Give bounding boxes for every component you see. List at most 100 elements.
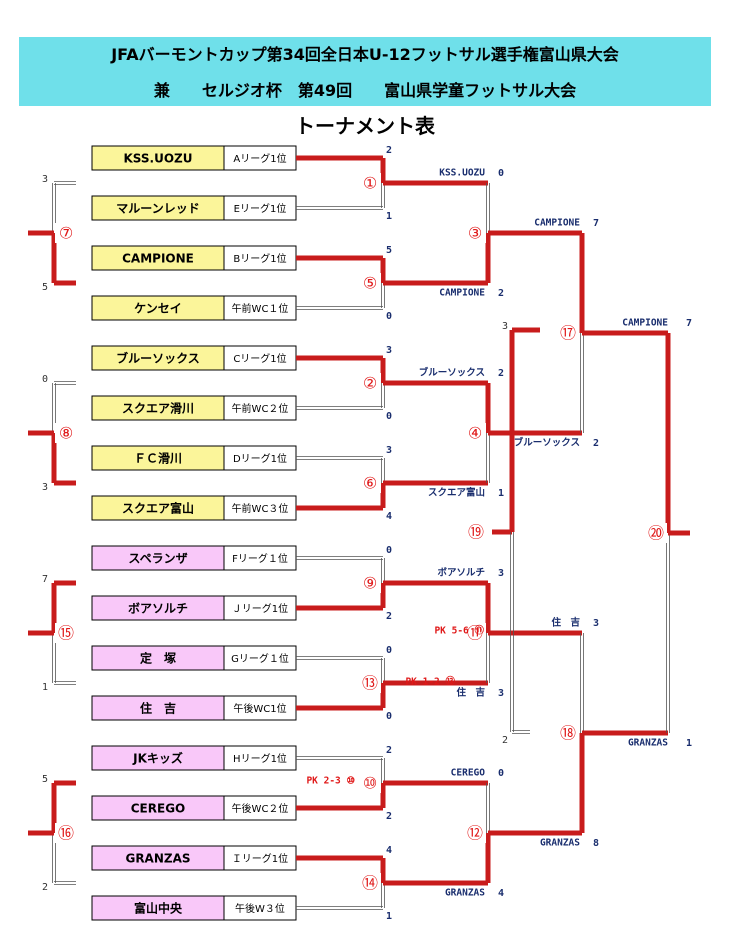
consolation-line-winner	[54, 580, 76, 586]
banner-line1: JFAバーモントカップ第34回全日本U-12フットサル選手権富山県大会	[111, 45, 619, 64]
team-name: ＦＣ滑川	[134, 451, 182, 466]
r1-score: 2	[386, 611, 392, 622]
match-number: ⑱	[560, 724, 576, 743]
seed-box	[223, 195, 297, 221]
r2-score: 3	[498, 568, 504, 579]
r3-score: 7	[593, 218, 599, 229]
match-number-bg	[359, 873, 381, 893]
consolation-score: 0	[42, 374, 48, 385]
r3-score: 2	[593, 438, 599, 449]
r3-line	[488, 230, 582, 236]
title-banner: JFAバーモントカップ第34回全日本U-12フットサル選手権富山県大会 兼 セル…	[19, 37, 711, 106]
consolation-line-winner	[51, 783, 57, 833]
r2-score: 3	[498, 688, 504, 699]
seed-box	[223, 745, 297, 771]
r2-score: 1	[498, 488, 504, 499]
seed-label: Ｊリーグ1位	[232, 602, 288, 615]
third-place-line	[509, 330, 515, 532]
r1-line-winner	[380, 583, 386, 608]
team-name: ケンセイ	[134, 302, 182, 316]
r1-score: 0	[386, 411, 392, 422]
team-name: ボアソルチ	[128, 601, 188, 616]
team-box	[91, 795, 225, 821]
match-number: ①	[363, 174, 377, 193]
match-number-bg	[557, 723, 579, 743]
team-box	[91, 695, 225, 721]
match-number: ③	[468, 224, 482, 243]
r2-line	[383, 580, 488, 586]
match-number: ⑪	[467, 624, 483, 643]
match-number: ⑳	[648, 524, 664, 543]
final-team: CAMPIONE	[622, 318, 668, 329]
match-number: ⑨	[363, 574, 377, 593]
r2-line-winner	[485, 233, 491, 283]
consolation-line-winner	[51, 433, 57, 483]
match-number-bg	[359, 273, 381, 293]
seed-box	[223, 245, 297, 271]
match-number: ⑦	[59, 224, 73, 243]
r1-line-winner	[296, 855, 383, 861]
r1-score: 3	[386, 345, 392, 356]
page-title: トーナメント表	[295, 114, 435, 138]
seed-label: Bリーグ1位	[233, 252, 286, 265]
seed-box	[223, 895, 297, 921]
team-box	[91, 495, 225, 521]
match-number: ⑲	[468, 523, 484, 542]
team-name: スクエア富山	[122, 501, 194, 516]
match-number-bg	[359, 673, 381, 693]
r1-line-winner	[296, 705, 383, 711]
match-number: ⑬	[362, 674, 378, 693]
seed-box	[223, 395, 297, 421]
r2-score: 0	[498, 168, 504, 179]
match-number: ②	[363, 374, 377, 393]
r1-score: 2	[386, 145, 392, 156]
consolation-score: 5	[42, 774, 48, 785]
r2-team: CAMPIONE	[439, 288, 485, 299]
r1-line-winner	[380, 483, 386, 508]
match-number-bg	[465, 522, 487, 542]
team-name: KSS.UOZU	[124, 152, 193, 166]
seed-box	[223, 145, 297, 171]
r2-line-winner	[485, 383, 491, 433]
r1-line-winner	[380, 358, 386, 383]
match-number-bg	[464, 823, 486, 843]
r3-line-winner	[579, 233, 585, 333]
r2-line	[383, 280, 488, 286]
match-number: ⑩	[363, 774, 377, 793]
r3-score: 8	[593, 838, 599, 849]
seed-box	[223, 595, 297, 621]
final-score: 1	[686, 738, 692, 749]
match-number: ⑯	[58, 824, 74, 843]
seed-box	[223, 695, 297, 721]
r2-team: スクエア富山	[428, 487, 485, 499]
r3-line	[488, 430, 582, 436]
seed-label: Fリーグ１位	[232, 552, 288, 565]
consolation-line-winner	[54, 280, 76, 286]
consolation-line-winner	[54, 480, 76, 486]
match-number: ④	[468, 424, 482, 443]
third-place-score: 2	[502, 735, 508, 746]
r3-team: 住 吉	[551, 617, 580, 629]
seed-label: 午前WC３位	[232, 502, 289, 515]
r1-score: 0	[386, 711, 392, 722]
r1-score: 1	[386, 211, 392, 222]
seed-label: Hリーグ1位	[233, 752, 287, 765]
match-number: ⑫	[467, 824, 483, 843]
r2-team: ブルーソックス	[419, 367, 485, 379]
r1-score: 2	[386, 745, 392, 756]
team-box	[91, 145, 225, 171]
r2-team: 住 吉	[456, 687, 485, 699]
match-number: ⑧	[59, 424, 73, 443]
consolation-score: 2	[42, 882, 48, 893]
consolation-score: 1	[42, 682, 48, 693]
r1-score: 2	[386, 811, 392, 822]
seed-box	[223, 795, 297, 821]
third-place-score: 3	[502, 321, 508, 332]
match-number-bg	[359, 373, 381, 393]
match-number-bg	[464, 423, 486, 443]
r2-team: ボアソルチ	[437, 567, 485, 579]
r3-line-winner	[579, 733, 585, 833]
r2-team: CEREGO	[451, 768, 486, 779]
team-box	[91, 895, 225, 921]
